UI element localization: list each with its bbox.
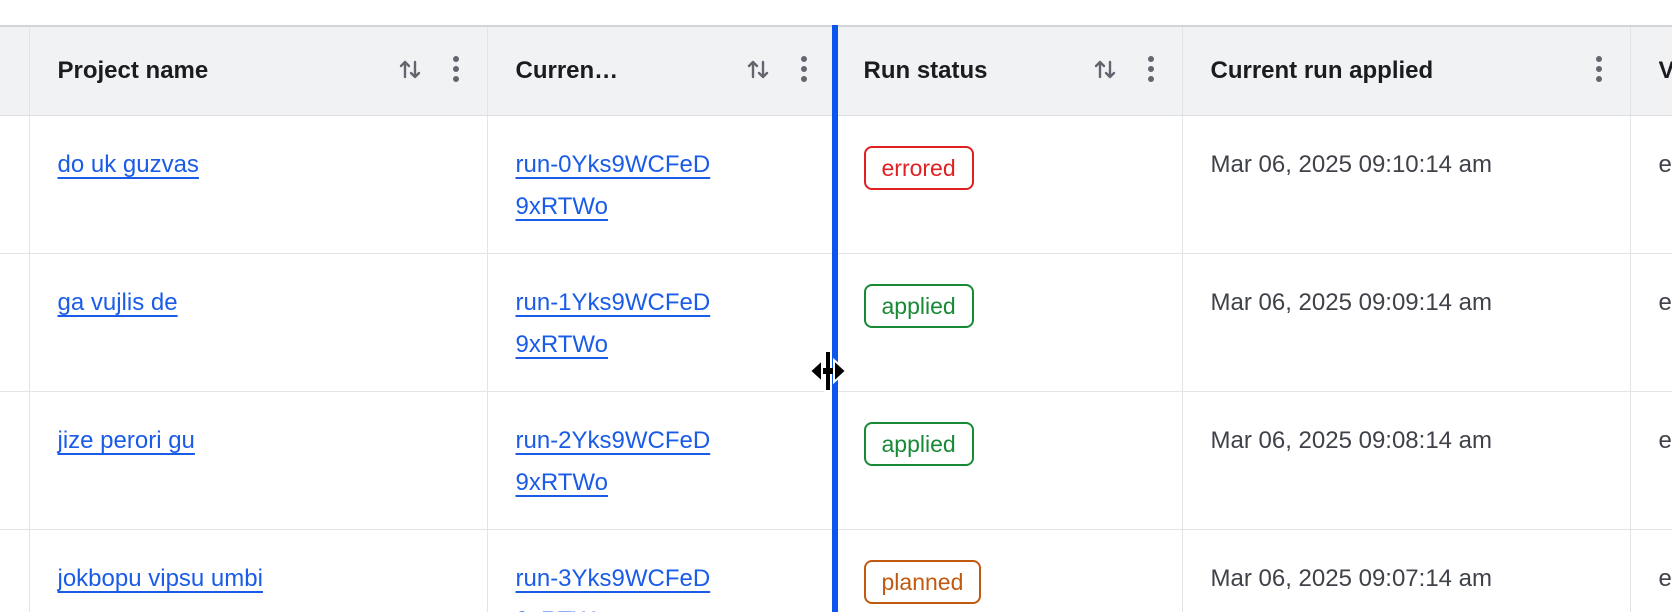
clipped-cell-text: e (1658, 288, 1672, 316)
current-run-applied-cell: Mar 06, 2025 09:09:14 am (1182, 253, 1631, 392)
table-row: jize perori gu run-2Yks9WCFeD9xRTWo appl… (0, 391, 1672, 530)
run-status-cell: applied (835, 253, 1183, 392)
selector-cell (0, 115, 30, 254)
column-label: Run status (863, 56, 988, 84)
column-menu-button[interactable] (1594, 54, 1604, 87)
kebab-icon (451, 54, 461, 87)
run-status-cell: applied (835, 391, 1183, 530)
run-link[interactable]: run-3Yks9WCFeD9xRTWo (515, 564, 711, 612)
column-menu-button[interactable] (799, 54, 809, 87)
applied-timestamp: Mar 06, 2025 09:07:14 am (1210, 564, 1493, 592)
project-link[interactable]: jokbopu vipsu umbi (57, 564, 263, 592)
clipped-cell-text: e (1658, 426, 1672, 454)
status-badge: errored (863, 145, 974, 190)
selector-cell (0, 391, 30, 530)
current-run-cell: run-2Yks9WCFeD9xRTWo (487, 391, 836, 530)
run-link[interactable]: run-0Yks9WCFeD9xRTWo (515, 150, 711, 220)
status-badge: applied (863, 283, 974, 328)
kebab-icon (1594, 54, 1604, 87)
applied-timestamp: Mar 06, 2025 09:09:14 am (1210, 288, 1493, 316)
sort-icon (1090, 54, 1120, 87)
column-header-selector (0, 27, 30, 116)
column-header-current-run: Curren… (487, 27, 836, 116)
kebab-icon (1146, 54, 1156, 87)
sort-icon (743, 54, 773, 87)
column-label: Project name (57, 56, 209, 84)
project-name-cell: ga vujlis de (29, 253, 488, 392)
current-run-applied-cell: Mar 06, 2025 09:07:14 am (1182, 529, 1631, 612)
clipped-cell-text: e (1658, 564, 1672, 592)
table-row: jokbopu vipsu umbi run-3Yks9WCFeD9xRTWo … (0, 529, 1672, 612)
column-resize-cursor-icon (808, 350, 848, 392)
column-menu-button[interactable] (1146, 54, 1156, 87)
selector-cell (0, 253, 30, 392)
run-status-cell: planned (835, 529, 1183, 612)
column-resize-guide-line[interactable] (832, 25, 838, 612)
sort-button[interactable] (395, 54, 425, 87)
run-link[interactable]: run-2Yks9WCFeD9xRTWo (515, 426, 711, 496)
project-name-cell: jokbopu vipsu umbi (29, 529, 488, 612)
column-header-current-run-applied: Current run applied (1182, 27, 1631, 116)
project-link[interactable]: jize perori gu (57, 426, 195, 454)
data-table: Project name (0, 25, 1672, 612)
column-label: V (1659, 57, 1672, 85)
run-status-cell: errored (835, 115, 1183, 254)
applied-timestamp: Mar 06, 2025 09:08:14 am (1210, 426, 1493, 454)
clipped-cell: e (1630, 253, 1672, 392)
applied-timestamp: Mar 06, 2025 09:10:14 am (1210, 150, 1493, 178)
kebab-icon (799, 54, 809, 87)
selector-cell (0, 529, 30, 612)
table-row: ga vujlis de run-1Yks9WCFeD9xRTWo applie… (0, 253, 1672, 392)
clipped-cell: e (1630, 391, 1672, 530)
status-badge: applied (863, 421, 974, 466)
current-run-applied-cell: Mar 06, 2025 09:10:14 am (1182, 115, 1631, 254)
current-run-cell: run-1Yks9WCFeD9xRTWo (487, 253, 836, 392)
current-run-cell: run-0Yks9WCFeD9xRTWo (487, 115, 836, 254)
column-label: Current run applied (1210, 56, 1434, 84)
column-header-project-name: Project name (29, 27, 488, 116)
sort-button[interactable] (1090, 54, 1120, 87)
clipped-cell-text: e (1658, 150, 1672, 178)
sort-icon (395, 54, 425, 87)
clipped-cell: e (1630, 529, 1672, 612)
project-name-cell: do uk guzvas (29, 115, 488, 254)
column-header-clipped: V (1630, 27, 1672, 116)
project-link[interactable]: ga vujlis de (57, 288, 178, 316)
run-link[interactable]: run-1Yks9WCFeD9xRTWo (515, 288, 711, 358)
current-run-applied-cell: Mar 06, 2025 09:08:14 am (1182, 391, 1631, 530)
header-row: Project name (0, 27, 1672, 116)
status-badge: planned (863, 559, 982, 604)
column-menu-button[interactable] (451, 54, 461, 87)
clipped-cell: e (1630, 115, 1672, 254)
column-label: Curren… (515, 56, 619, 84)
sort-button[interactable] (743, 54, 773, 87)
project-name-cell: jize perori gu (29, 391, 488, 530)
current-run-cell: run-3Yks9WCFeD9xRTWo (487, 529, 836, 612)
table-row: do uk guzvas run-0Yks9WCFeD9xRTWo errore… (0, 115, 1672, 254)
project-link[interactable]: do uk guzvas (57, 150, 199, 178)
column-header-run-status: Run status (835, 27, 1183, 116)
